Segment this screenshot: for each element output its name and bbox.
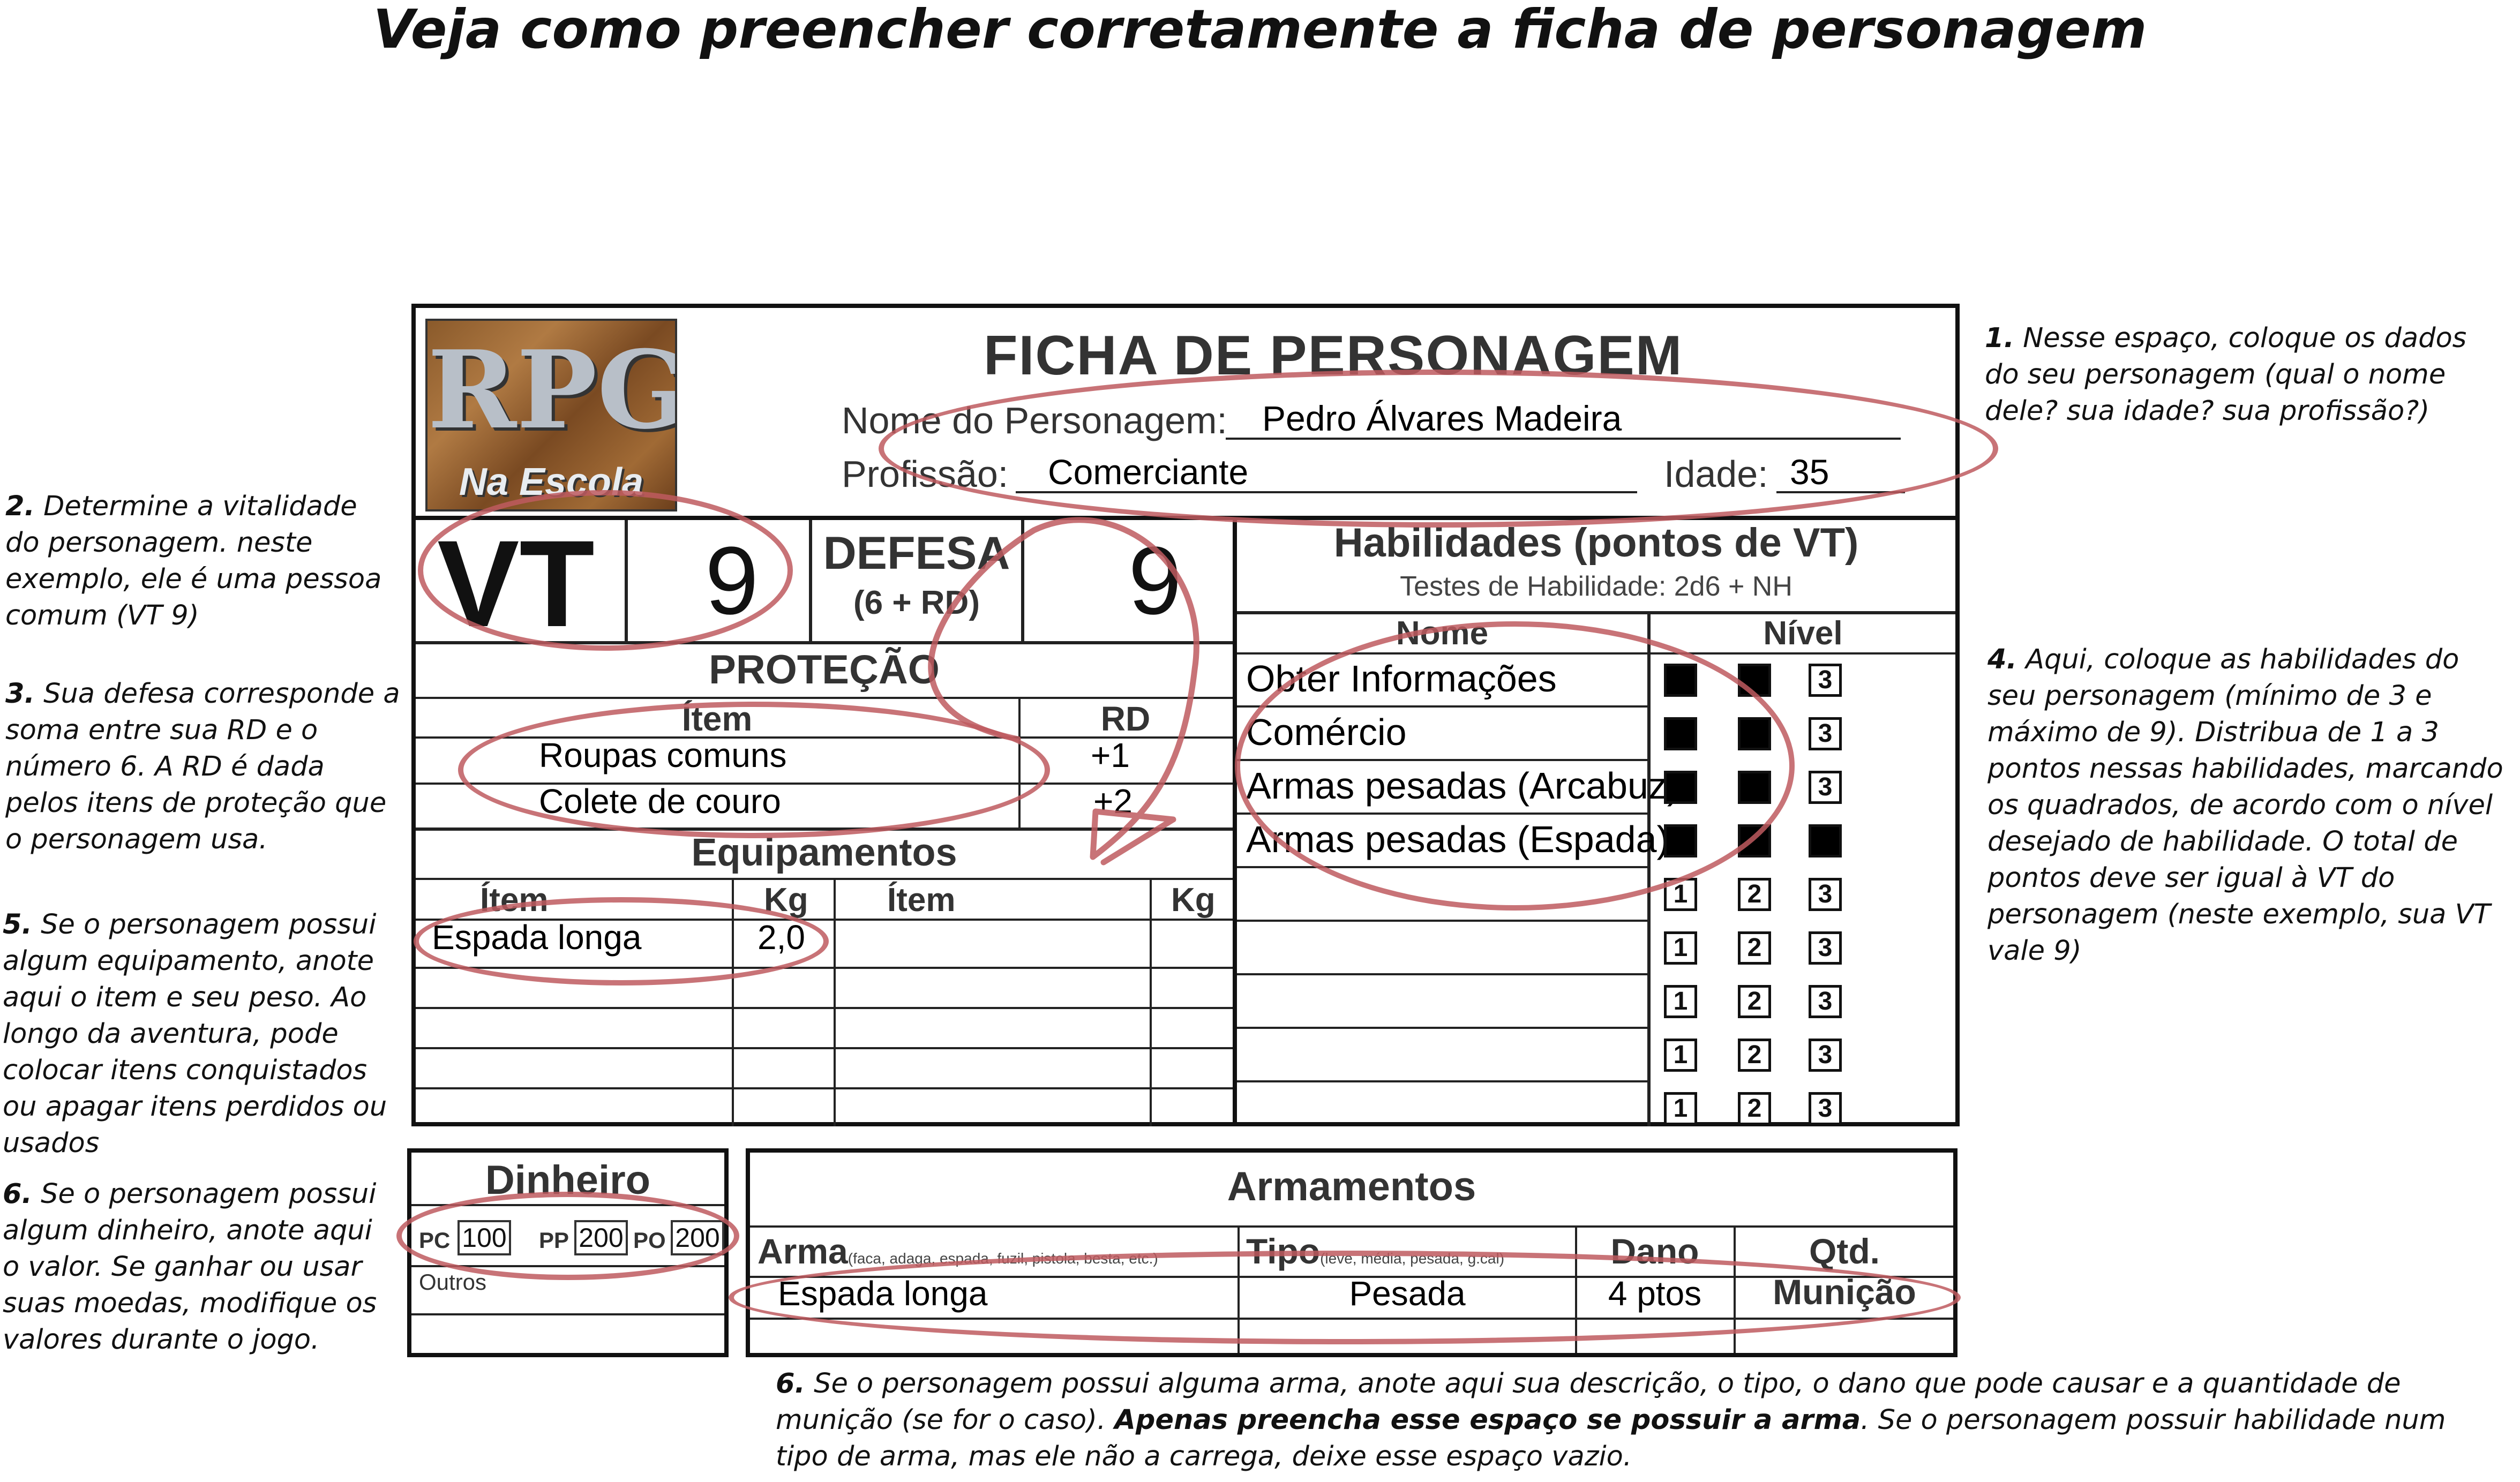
skill-name-1[interactable]: Obter Informações — [1246, 658, 1557, 699]
po-field[interactable]: 200 — [671, 1220, 724, 1255]
note-1: 1. Nesse espaço, coloque os dados do seu… — [1985, 322, 2467, 427]
protection-col-item: Ítem — [681, 699, 753, 738]
note-2: 2. Determine a vitalidade do personagem.… — [5, 491, 382, 631]
skill-1-level-box-3[interactable]: 3 — [1809, 664, 1842, 697]
protection-row-2-rd[interactable]: +2 — [1093, 782, 1132, 821]
note-3: 3. Sua defesa corresponde a soma entre s… — [5, 678, 400, 855]
equipment-col-kg-1: Kg — [764, 882, 808, 919]
weapons-col-type: Tipo(leve, média, pesada, g.cal) — [1246, 1231, 1505, 1271]
profession-field[interactable]: Comerciante — [1048, 452, 1249, 492]
weapons-box: Armamentos Arma(faca, adaga, espada, fuz… — [746, 1148, 1958, 1357]
skill-2-level-box-1[interactable] — [1664, 717, 1697, 750]
skill-1-level-box-2[interactable] — [1738, 664, 1771, 697]
skill-4-level-box-1[interactable] — [1664, 824, 1697, 857]
name-label: Nome do Personagem: — [842, 400, 1227, 441]
skill-1-level-box-1[interactable] — [1664, 664, 1697, 697]
skill-9-level-box-1[interactable]: 1 — [1664, 1092, 1697, 1125]
age-field[interactable]: 35 — [1790, 452, 1829, 492]
profession-label: Profissão: — [842, 453, 1009, 495]
note-6-money: 6. Se o personagem possui algum dinheiro… — [3, 1178, 377, 1356]
skill-7-level-box-3[interactable]: 3 — [1809, 985, 1842, 1018]
vt-value[interactable]: 9 — [705, 527, 759, 635]
skills-subtitle: Testes de Habilidade: 2d6 + NH — [1400, 571, 1792, 602]
skill-5-level-box-3[interactable]: 3 — [1809, 878, 1842, 911]
skill-9-level-box-2[interactable]: 2 — [1738, 1092, 1771, 1125]
skill-6-level-box-3[interactable]: 3 — [1809, 931, 1842, 965]
skill-6-level-box-2[interactable]: 2 — [1738, 931, 1771, 965]
equipment-title: Equipamentos — [691, 831, 957, 874]
note-5: 5. Se o personagem possui algum equipame… — [3, 909, 387, 1159]
weapon-row-1-damage[interactable]: 4 ptos — [1608, 1274, 1702, 1313]
weapons-col-damage: Dano — [1610, 1231, 1699, 1271]
protection-row-2-item[interactable]: Colete de couro — [539, 782, 781, 821]
weapons-col-ammo: Qtd. Munição — [1773, 1231, 1916, 1312]
protection-row-1-rd[interactable]: +1 — [1091, 736, 1130, 774]
note-6-weapons: 6. Se o personagem possui alguma arma, a… — [776, 1368, 2446, 1472]
rpg-logo: RPG Na Escola — [425, 319, 677, 511]
age-label: Idade: — [1664, 453, 1768, 495]
money-box: Dinheiro PC 100 PP 200 PO 200 Outros — [407, 1148, 729, 1357]
skill-9-level-box-3[interactable]: 3 — [1809, 1092, 1842, 1125]
skill-3-level-box-3[interactable]: 3 — [1809, 771, 1842, 804]
defense-label: DEFESA — [823, 528, 1010, 579]
skill-3-level-box-1[interactable] — [1664, 771, 1697, 804]
equipment-col-item-1: Ítem — [480, 882, 549, 919]
skill-4-level-box-3[interactable] — [1809, 824, 1842, 857]
weapons-title: Armamentos — [1227, 1164, 1476, 1209]
character-sheet: RPG Na Escola FICHA DE PERSONAGEM Nome d… — [411, 304, 1960, 1126]
name-field[interactable]: Pedro Álvares Madeira — [1262, 398, 1622, 438]
skill-4-level-box-2[interactable] — [1738, 824, 1771, 857]
skill-5-level-box-1[interactable]: 1 — [1664, 878, 1697, 911]
skills-title: Habilidades (pontos de VT) — [1333, 520, 1859, 566]
skill-name-3[interactable]: Armas pesadas (Arcabuz) — [1246, 765, 1680, 807]
skill-5-level-box-2[interactable]: 2 — [1738, 878, 1771, 911]
pp-label: PP — [539, 1228, 569, 1253]
equipment-row-1-item[interactable]: Espada longa — [432, 918, 642, 957]
skill-8-level-box-1[interactable]: 1 — [1664, 1039, 1697, 1072]
page-title: Veja como preencher corretamente a ficha… — [373, 0, 2147, 61]
defense-value[interactable]: 9 — [1128, 527, 1182, 635]
skill-7-level-box-2[interactable]: 2 — [1738, 985, 1771, 1018]
others-label: Outros — [419, 1269, 487, 1295]
skill-8-level-box-3[interactable]: 3 — [1809, 1039, 1842, 1072]
pc-field[interactable]: 100 — [458, 1220, 511, 1255]
weapons-col-weapon: Arma(faca, adaga, espada, fuzil, pistola… — [758, 1231, 1158, 1271]
skill-8-level-box-2[interactable]: 2 — [1738, 1039, 1771, 1072]
protection-col-rd: RD — [1100, 699, 1151, 738]
skills-col-name: Nome — [1396, 615, 1489, 652]
po-label: PO — [633, 1228, 666, 1253]
skill-name-2[interactable]: Comércio — [1246, 711, 1407, 753]
skills-col-level: Nível — [1763, 615, 1843, 652]
weapon-row-1-type[interactable]: Pesada — [1349, 1274, 1466, 1313]
vt-label: VT — [437, 515, 595, 652]
defense-formula: (6 + RD) — [853, 584, 980, 621]
skill-3-level-box-2[interactable] — [1738, 771, 1771, 804]
note-4: 4. Aqui, coloque as habilidades do seu p… — [1988, 644, 2503, 967]
skill-7-level-box-1[interactable]: 1 — [1664, 985, 1697, 1018]
skill-name-4[interactable]: Armas pesadas (Espada) — [1246, 818, 1669, 860]
sheet-heading: FICHA DE PERSONAGEM — [984, 325, 1683, 387]
skill-2-level-box-3[interactable]: 3 — [1809, 717, 1842, 750]
weapon-row-1-weapon[interactable]: Espada longa — [778, 1274, 988, 1313]
equipment-row-1-kg[interactable]: 2,0 — [758, 918, 805, 957]
protection-title: PROTEÇÃO — [709, 647, 940, 693]
skill-6-level-box-1[interactable]: 1 — [1664, 931, 1697, 965]
pc-label: PC — [419, 1228, 451, 1253]
skill-2-level-box-2[interactable] — [1738, 717, 1771, 750]
equipment-col-kg-2: Kg — [1171, 882, 1216, 919]
protection-row-1-item[interactable]: Roupas comuns — [539, 736, 787, 774]
pp-field[interactable]: 200 — [574, 1220, 628, 1255]
equipment-col-item-2: Ítem — [887, 882, 956, 919]
money-title: Dinheiro — [485, 1157, 651, 1203]
